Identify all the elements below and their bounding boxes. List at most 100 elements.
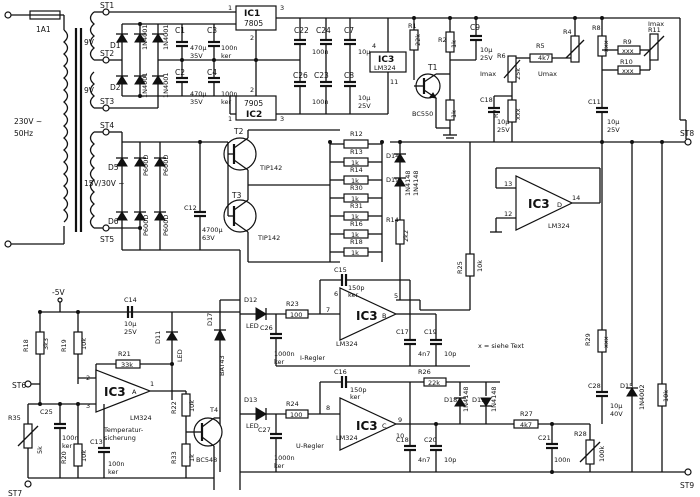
resistor-r30-value: 1k [351, 195, 359, 203]
diode-d3 [134, 33, 146, 43]
diode-d5c-part: P600D [162, 155, 170, 176]
potentiometer-r11 [649, 33, 659, 61]
diode-d4-part: 1N4001 [162, 24, 170, 50]
terminal-st9 [684, 468, 692, 476]
resistor-r33-value: 1k [188, 454, 196, 462]
ic3-supply-part: LM324 [374, 64, 396, 72]
terminal-st2-label: ST2 [100, 49, 114, 58]
cap-c8-label: C8 [344, 71, 354, 80]
ic3c-label: IC3 [356, 419, 378, 433]
cap-c15-type: ker [348, 291, 359, 299]
resistor-r26-value: 22k [428, 379, 440, 387]
bridge-rectifier-high: D5 P600D P600D D6 P600D P600D C12 4700µ … [108, 131, 240, 251]
cap-c4-value: 100n [221, 90, 238, 98]
transistor-t2 [223, 137, 257, 171]
mains-terminal-top [4, 11, 12, 19]
diode-d19-label: D19 [386, 176, 399, 184]
diode-d6 [116, 211, 128, 221]
winding-2-label: 9V [84, 86, 95, 95]
minus5v-node [57, 297, 63, 303]
cap-c13-value: 100n [108, 460, 125, 468]
potentiometer-r11-label: R11 [648, 26, 661, 34]
resistor-r5-value: 4k7 [538, 54, 550, 62]
ic1-part: 7805 [244, 19, 263, 28]
diode-d18-label: D18 [444, 396, 457, 404]
diode-d19b-part: 1N4148 [490, 386, 498, 412]
regulator-section: C1 470µ 35V C2 470µ 35V C3 100n ker C4 1… [158, 4, 370, 123]
diode-d2c-part: 1N4001 [162, 72, 170, 98]
cap-c12-label: C12 [184, 204, 197, 212]
resistor-r23-value: 100 [290, 311, 302, 319]
cap-c14-label: C14 [124, 296, 137, 304]
potentiometer-r6-value: 25k [514, 68, 522, 80]
ic3d-part: LM324 [548, 222, 570, 230]
resistor-r25-label: R25 [456, 261, 464, 274]
cap-c14-value: 10µ [124, 320, 136, 328]
resistor-r21-label: R21 [118, 350, 131, 358]
diode-d2-label: D2 [110, 83, 121, 92]
imax-top-label: Imax [648, 20, 664, 28]
diode-d14 [394, 153, 406, 163]
mains-voltage: 230V ~ [14, 117, 42, 126]
resistor-r7-value: xxx [514, 108, 522, 120]
cap-c17-label: C17 [396, 328, 409, 336]
diode-d2b [134, 75, 146, 85]
cap-c26-i-value: 1000n [274, 350, 295, 358]
temperature-protection: -5V C14 10µ 25V D11 LED R18 3k3 R19 10k … [8, 288, 240, 497]
diode-d18-part: 1N4148 [462, 386, 470, 412]
diode-d6c [154, 211, 166, 221]
resistor-r29-label: R29 [584, 333, 592, 346]
minus5v-label: -5V [52, 288, 65, 297]
cap-c8-rating: 25V [358, 102, 371, 110]
transformer-primary [63, 29, 69, 223]
diode-d14-part: 1N4148 [404, 170, 412, 196]
r25-block: R25 10k [420, 142, 484, 311]
led-d11 [166, 331, 178, 341]
shunt-bank: R12 R13 1k R14 1k R30 1k R31 1k R16 1k R… [328, 130, 420, 300]
voltage-regulator: IC3 C LM324 8 9 10 U-Regler C16 150p ker… [240, 368, 662, 473]
cap-c17-value: 4n7 [418, 350, 430, 358]
thermistor-r35-label: R35 [8, 414, 21, 422]
resistor-r16-value: 1k [351, 231, 359, 239]
secondary-3 [89, 131, 95, 229]
terminal-st7-label: ST7 [8, 489, 22, 497]
diode-d5c [154, 157, 166, 167]
ic1-label: IC1 [244, 9, 260, 19]
terminal-st8 [684, 138, 692, 146]
resistor-r8-label: R8 [592, 24, 601, 32]
cap-c9-label: C9 [470, 23, 480, 32]
transistor-t2-label: T2 [233, 127, 244, 136]
cap-c24-label: C24 [316, 26, 331, 35]
resistor-r1-label: R1 [408, 22, 417, 30]
resistor-r3-value: 1k [450, 110, 458, 118]
ic3d-label: IC3 [528, 197, 550, 211]
resistor-r1-value: 22k [414, 34, 422, 46]
resistor-r20-value: 10k [80, 450, 88, 462]
bridge-rectifier-low: D1 1N4001 1N4001 D2 1N4001 1N4001 [109, 11, 230, 109]
ic3c-pin8: 8 [326, 404, 330, 412]
ic2-label: IC2 [246, 110, 262, 120]
diode-d3-part: 1N4001 [141, 24, 149, 50]
cap-c3-type: ker [221, 52, 232, 60]
ic3c-pin10: 10 [396, 432, 404, 440]
cap-c23-label: C23 [314, 71, 329, 80]
cap-c8-value: 10µ [358, 94, 370, 102]
decoupling-caps: C22 C24 100n C7 10µ C26 C23 100n C8 10µ … [293, 18, 371, 114]
resistor-r25 [465, 253, 475, 277]
ic3c-section: C [382, 422, 387, 430]
cap-c3-value: 100n [221, 44, 238, 52]
resistor-r12 [343, 139, 369, 149]
resistor-r18-label: R18 [22, 339, 30, 352]
left-terminals: ST1 ST2 ST3 ST4 ST5 [94, 1, 114, 244]
resistor-r10-label: R10 [620, 58, 633, 66]
ic3-supply-t1: IC3 LM324 4 11 R1 22k T1 BC550 R2 1k 1k [369, 16, 560, 139]
cap-c22-label: C22 [294, 26, 309, 35]
ic3c-pin9: 9 [398, 416, 402, 424]
lower-right: D18 1N4148 D19 1N4148 R27 4k7 C21 100n R… [434, 140, 664, 474]
transistor-t3 [223, 199, 257, 233]
cap-c13-type: ker [108, 468, 119, 476]
note-text: x = siehe Text [478, 342, 524, 350]
cap-c20-value: 10p [444, 456, 456, 464]
potentiometer-r4-label: R4 [563, 28, 572, 36]
